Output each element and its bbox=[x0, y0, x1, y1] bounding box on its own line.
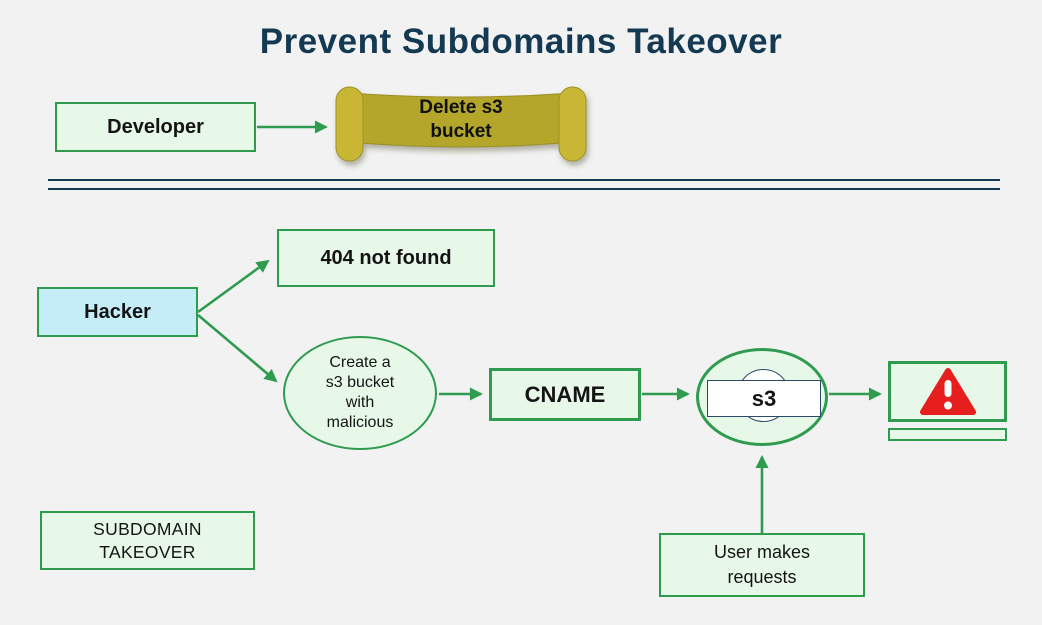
user-requests-line2: requests bbox=[727, 567, 797, 587]
arrow-hacker-to-404 bbox=[197, 259, 270, 314]
arrow-hacker-to-create-bucket bbox=[197, 314, 278, 383]
separator-line-bottom bbox=[48, 188, 1000, 190]
404-label: 404 not found bbox=[320, 246, 452, 269]
s3-label: s3 bbox=[751, 385, 777, 411]
s3-bucket-node: s3 bbox=[696, 348, 828, 446]
scroll-banner-shape bbox=[335, 86, 587, 162]
delete-s3-line2: bucket bbox=[430, 121, 492, 142]
create-bucket-line2: s3 bucket bbox=[325, 374, 395, 391]
user-requests-line1: User makes bbox=[713, 542, 811, 562]
delete-s3-line1: Delete s3 bbox=[419, 97, 503, 118]
hacker-label: Hacker bbox=[84, 300, 151, 323]
warning-monitor-screen bbox=[888, 361, 1007, 422]
cname-node: CNAME bbox=[489, 368, 641, 421]
developer-node: Developer bbox=[55, 102, 256, 152]
scroll-roll-left bbox=[335, 86, 364, 162]
cname-label: CNAME bbox=[524, 381, 606, 407]
developer-label: Developer bbox=[107, 115, 204, 138]
subdomain-line2: TAKEOVER bbox=[99, 541, 196, 562]
delete-s3-bucket-node: Delete s3 bucket bbox=[350, 96, 572, 144]
user-requests-node: User makes requests bbox=[659, 533, 865, 597]
create-s3-bucket-node: Create a s3 bucket with malicious bbox=[283, 336, 437, 450]
page-title: Prevent Subdomains Takeover bbox=[259, 22, 783, 61]
warning-triangle-icon bbox=[919, 367, 976, 415]
404-not-found-node: 404 not found bbox=[277, 229, 495, 287]
hacker-node: Hacker bbox=[37, 287, 198, 337]
warning-monitor-base bbox=[888, 428, 1007, 441]
s3-rect-shape: s3 bbox=[707, 380, 821, 417]
create-bucket-line4: malicious bbox=[326, 414, 394, 431]
separator-line-top bbox=[48, 179, 1000, 181]
subdomain-line1: SUBDOMAIN bbox=[93, 518, 202, 539]
create-bucket-line1: Create a bbox=[329, 354, 391, 371]
subdomain-takeover-node: SUBDOMAIN TAKEOVER bbox=[40, 511, 255, 570]
scroll-roll-right bbox=[558, 86, 587, 162]
create-bucket-line3: with bbox=[345, 394, 375, 411]
